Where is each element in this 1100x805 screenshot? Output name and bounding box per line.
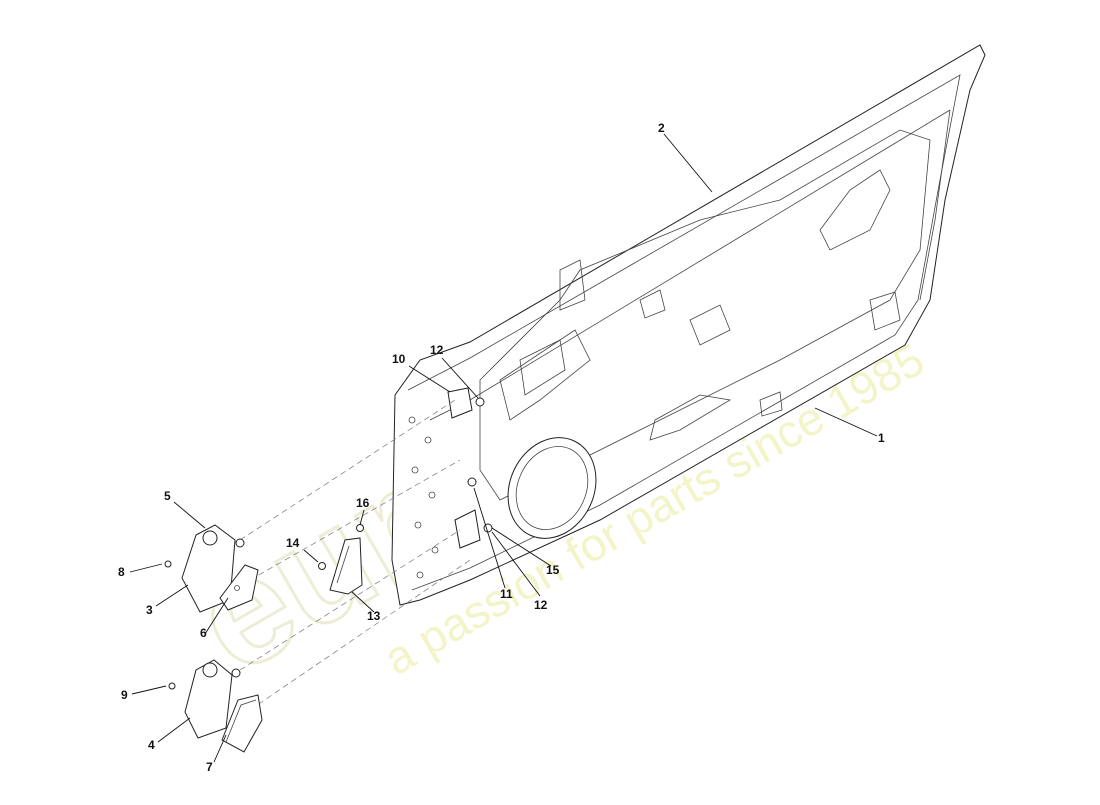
callout-14: 14 (286, 536, 300, 550)
callouts: 1 2 3 4 5 6 7 8 9 10 11 12 12 13 14 15 1… (118, 121, 885, 774)
alignment-lines (239, 399, 471, 711)
callout-6: 6 (200, 626, 207, 640)
callout-16: 16 (356, 496, 370, 510)
callout-12-bottom: 12 (534, 598, 548, 612)
callout-8: 8 (118, 565, 125, 579)
lower-hinge (184, 659, 263, 753)
callout-11: 11 (500, 587, 513, 601)
callout-15: 15 (546, 563, 560, 577)
callout-5: 5 (164, 489, 171, 503)
door-shell (391, 44, 986, 606)
callout-12-top: 12 (430, 343, 444, 357)
callout-7: 7 (206, 760, 213, 774)
callout-2: 2 (658, 121, 665, 135)
leader-lines (129, 133, 878, 763)
upper-hinge (181, 524, 259, 613)
callout-13: 13 (367, 609, 381, 623)
callout-10: 10 (392, 352, 406, 366)
callout-1: 1 (878, 431, 885, 445)
callout-9: 9 (121, 688, 128, 702)
callout-4: 4 (148, 738, 155, 752)
callout-3: 3 (146, 603, 153, 617)
check-strap (164, 524, 364, 690)
